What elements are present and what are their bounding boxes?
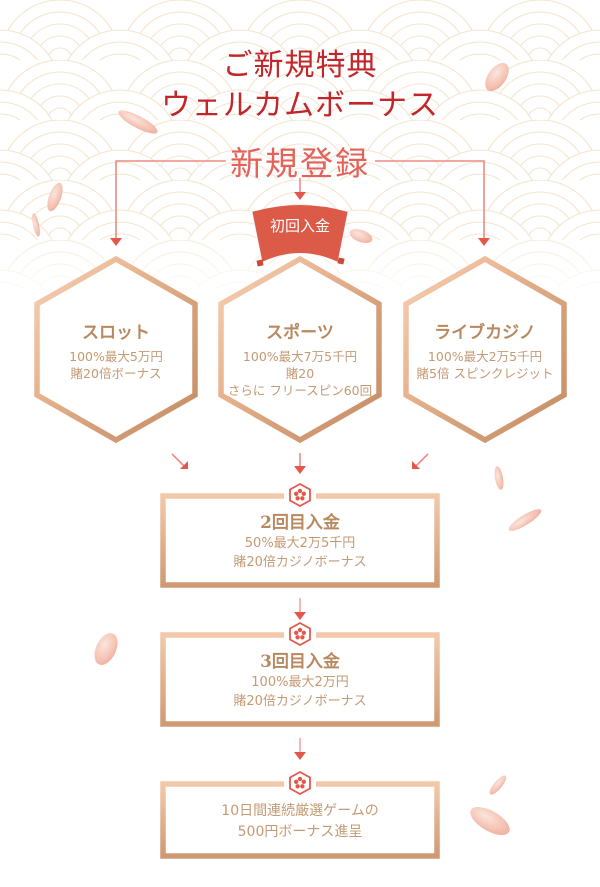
hexagon-sports <box>218 255 382 444</box>
step-2nd-deposit-content: 2回目入金 50%最大2万5千円 賭20倍カジノボーナス <box>170 512 430 572</box>
sakura-hex-icon <box>289 770 311 796</box>
page-title-line2: ウェルカムボーナス <box>160 88 440 123</box>
hexagon-slots-content: スロット 100%最大5万円 賭20倍ボーナス <box>36 318 196 382</box>
sakura-petals-decoration <box>32 62 542 835</box>
step-box-10day-bonus <box>160 771 440 859</box>
registration-connector-arrows <box>115 160 485 238</box>
hexagon-title: スポーツ <box>266 323 334 343</box>
hexagon-line: 賭5倍 スピンクレジット <box>416 366 554 381</box>
new-registration-label: 新規登録 <box>0 137 600 185</box>
first-deposit-banner <box>251 205 349 267</box>
sakura-hex-icon <box>289 482 311 508</box>
arrow-down-icon <box>294 612 306 620</box>
arrow-down-left-icon <box>110 238 122 246</box>
arrow-diag-left-icon <box>412 461 420 469</box>
hexagon-line: 賭20 <box>285 366 315 381</box>
hexagon-sports-content: スポーツ 100%最大7万5千円 賭20 さらに フリースピン60回 <box>215 318 385 399</box>
step-line: 50%最大2万5千円 <box>244 536 356 551</box>
arrow-diag-right-icon <box>180 461 188 469</box>
hexagon-title: ライブカジノ <box>434 323 536 343</box>
hexagon-title: スロット <box>82 323 150 343</box>
step-title: 3回目入金 <box>260 652 340 672</box>
step-3rd-deposit-content: 3回目入金 100%最大2万円 賭20倍カジノボーナス <box>170 651 430 711</box>
step-title: 2回目入金 <box>260 513 340 533</box>
step-line: 賭20倍カジノボーナス <box>233 555 367 570</box>
step-line: 500円ボーナス進呈 <box>237 824 363 840</box>
step-line: 10日間連続厳選ゲームの <box>221 803 379 819</box>
step-line: 100%最大2万円 <box>251 675 349 690</box>
arrow-down-center-icon <box>294 192 306 200</box>
step-box-2nd-deposit <box>160 483 440 588</box>
arrow-down-icon <box>294 466 306 474</box>
arrow-down-icon <box>294 752 306 760</box>
step-10day-bonus-content: 10日間連続厳選ゲームの 500円ボーナス進呈 <box>170 801 430 843</box>
hexagon-line: 100%最大5万円 <box>69 349 163 364</box>
step-line: 賭20倍カジノボーナス <box>233 694 367 709</box>
arrow-down-right-icon <box>478 238 490 246</box>
hexagon-line: さらに フリースピン60回 <box>227 383 373 398</box>
hexagon-slots <box>34 255 198 444</box>
new-registration-text: 新規登録 <box>230 144 370 183</box>
hexagon-line: 100%最大2万5千円 <box>427 349 543 364</box>
hexagon-live-casino-content: ライブカジノ 100%最大2万5千円 賭5倍 スピンクレジット <box>400 318 570 382</box>
hexagon-line: 100%最大7万5千円 <box>242 349 358 364</box>
page-title-line1: ご新規特典 <box>222 48 378 83</box>
hexagon-live-casino <box>403 255 567 444</box>
first-deposit-banner-label: 初回入金 <box>269 217 330 235</box>
sakura-hex-icon <box>289 621 311 647</box>
hexagon-line: 賭20倍ボーナス <box>70 366 162 381</box>
